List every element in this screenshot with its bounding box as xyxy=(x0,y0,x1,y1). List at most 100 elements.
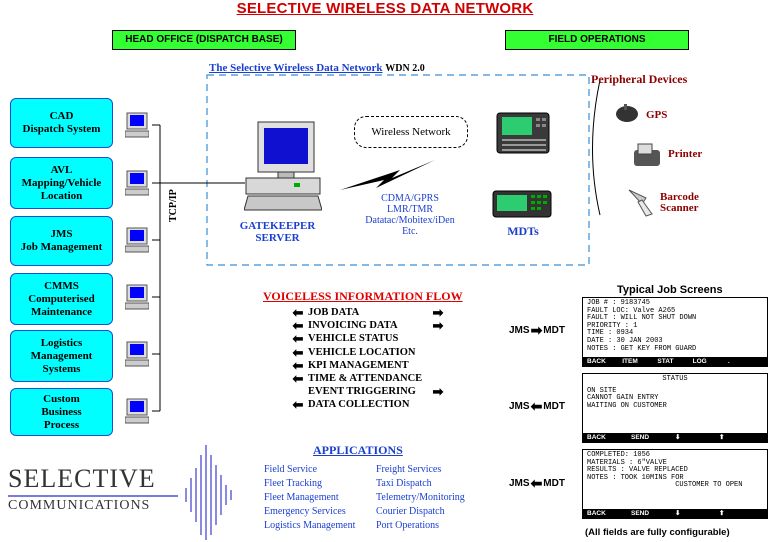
screen-line: MATERIALS : 6"VALVE xyxy=(587,458,667,467)
screen-line: RESULTS : VALVE REPLACED xyxy=(587,466,688,475)
mdt-label: MDT xyxy=(543,401,565,412)
logo-line1: SELECTIVE xyxy=(8,464,156,493)
application-item: Taxi Dispatch xyxy=(376,478,432,489)
screen-line: CANNOT GAIN ENTRY xyxy=(587,394,659,403)
mdt-device-icon xyxy=(496,112,550,154)
softkey-log[interactable]: LOG xyxy=(692,358,707,365)
network-type: LMR/TMR xyxy=(386,204,434,215)
mdt-device-icon xyxy=(492,190,552,218)
gatekeeper-line1: GATEKEEPER xyxy=(239,220,316,232)
softkey-back[interactable]: BACK xyxy=(587,358,606,365)
flow-left-arrow-icon: ⬅ xyxy=(292,397,304,413)
application-item: Port Operations xyxy=(376,520,440,531)
flow-right-arrow-icon: ➡ xyxy=(432,318,444,334)
flow-left-arrow-icon: ⬅ xyxy=(292,305,304,320)
left-arrow-icon: ⬅ xyxy=(530,475,543,491)
flow-item: ⬅JOB DATA➡ xyxy=(288,306,448,319)
flow-left-arrow-icon: ⬅ xyxy=(292,331,304,347)
computer-icon xyxy=(125,227,149,253)
softkey-back[interactable]: BACK xyxy=(587,434,606,441)
softkey-up[interactable]: ⬆ xyxy=(719,510,725,517)
computer-icon xyxy=(125,170,149,196)
flow-item-label: KPI MANAGEMENT xyxy=(308,359,409,371)
barcode-scanner-icon xyxy=(628,189,653,217)
computer-icon xyxy=(125,398,149,424)
tcpip-label: TCP/IP xyxy=(168,189,179,222)
barcode-scanner-label: Barcode Scanner xyxy=(660,191,699,214)
flow-item: ⬅ DATA COLLECTION xyxy=(288,398,448,411)
screen-line: JOB # : 9183745 xyxy=(587,299,651,307)
flow-item-label: EVENT TRIGGERING xyxy=(308,386,416,398)
screen-line: TIME : 0934 xyxy=(587,329,634,338)
flow-item: ⬅ TIME & ATTENDANCE xyxy=(288,372,448,385)
flow-item-label: VEHICLE LOCATION xyxy=(308,346,416,358)
screen-line: PRIORITY : 1 xyxy=(587,321,638,330)
head-office-header: HEAD OFFICE (DISPATCH BASE) xyxy=(112,30,296,50)
computer-icon xyxy=(125,284,149,310)
flow-item: ⬅ VEHICLE LOCATION xyxy=(288,346,448,359)
application-item: Telemetry/Monitoring xyxy=(376,492,465,503)
application-item: Fleet Tracking xyxy=(264,478,323,489)
right-arrow-icon: ➡ xyxy=(530,322,543,338)
application-item: Courier Dispatch xyxy=(376,506,445,517)
applications-title: APPLICATIONS xyxy=(313,443,403,457)
logo-line2: COMMUNICATIONS xyxy=(8,498,151,513)
softkey-blank: . xyxy=(727,358,730,365)
system-box-cmms[interactable]: CMMS Computerised Maintenance xyxy=(10,273,113,325)
mdt-to-jms-flow: JMS ⬅ MDT xyxy=(509,475,565,492)
jms-label: JMS xyxy=(509,325,530,336)
screen-line: WAITING ON CUSTOMER xyxy=(587,401,667,410)
network-label: The Selective Wireless Data Network WDN … xyxy=(209,62,425,74)
screen-line: COMPLETED: 1056 xyxy=(587,451,651,459)
application-item: Field Service xyxy=(264,464,318,475)
printer-icon xyxy=(634,143,660,166)
flow-title: VOICELESS INFORMATION FLOW xyxy=(263,289,463,303)
wireless-network-cloud: Wireless Network xyxy=(354,116,468,148)
flow-item-label: DATA COLLECTION xyxy=(308,399,410,411)
flow-item-label: TIME & ATTENDANCE xyxy=(308,373,423,384)
screen-line: NOTES : TOOK 10MINS FOR xyxy=(587,473,684,482)
computer-icon xyxy=(125,112,149,138)
system-box-logistics[interactable]: Logistics Management Systems xyxy=(10,330,113,382)
flow-item: ⬅VEHICLE STATUS xyxy=(288,332,448,345)
left-arrow-icon: ⬅ xyxy=(530,398,543,414)
softkey-item[interactable]: ITEM xyxy=(622,358,638,365)
softkey-down[interactable]: ⬇ xyxy=(675,510,681,517)
gatekeeper-label: GATEKEEPER SERVER xyxy=(230,220,325,244)
page-title: SELECTIVE WIRELESS DATA NETWORK xyxy=(236,0,534,17)
flow-left-arrow-icon: ⬅ xyxy=(292,344,304,360)
system-box-custom[interactable]: Custom Business Process xyxy=(10,388,113,436)
mdt-label: MDT xyxy=(543,478,565,489)
system-box-jms[interactable]: JMS Job Management xyxy=(10,216,113,266)
mdt-label: MDT xyxy=(543,325,565,336)
flow-item: ⬅INVOICING DATA➡ xyxy=(288,319,448,332)
jms-to-mdt-flow: JMS ➡ MDT xyxy=(509,322,565,339)
system-box-cad[interactable]: CAD Dispatch System xyxy=(10,98,113,148)
network-types: CDMA/GPRS LMR/TMR Datatac/Mobitex/iDen E… xyxy=(355,193,465,237)
system-box-avl[interactable]: AVL Mapping/Vehicle Location xyxy=(10,157,113,209)
network-type: CDMA/GPRS xyxy=(381,193,439,204)
softkey-down[interactable]: ⬇ xyxy=(675,434,681,441)
flow-left-arrow-icon: ⬅ xyxy=(292,371,304,386)
softkey-send[interactable]: SEND xyxy=(631,434,650,441)
softkey-up[interactable]: ⬆ xyxy=(719,434,725,441)
job-screen-3-body: COMPLETED: 1056 MATERIALS : 6"VALVE RESU… xyxy=(583,450,767,509)
softkey-stat[interactable]: STAT xyxy=(657,358,674,365)
softkey-send[interactable]: SEND xyxy=(631,510,650,517)
flow-left-arrow-icon: ⬅ xyxy=(292,357,304,373)
screen-header: STATUS xyxy=(662,375,688,383)
system-label: CMMS Computerised Maintenance xyxy=(28,279,95,318)
flow-item-label: JOB DATA xyxy=(308,307,360,318)
configurable-footnote: (All fields are fully configurable) xyxy=(585,527,730,538)
network-type: Datatac/Mobitex/iDen xyxy=(365,215,455,226)
peripheral-devices-title: Peripheral Devices xyxy=(591,72,688,86)
screen-line: FAULT LOC: Valve A265 xyxy=(587,306,676,315)
job-screen-1: JOB # : 9183745 FAULT LOC: Valve A265 FA… xyxy=(582,297,768,367)
network-label-main: The Selective Wireless Data Network xyxy=(209,62,383,74)
softkey-back[interactable]: BACK xyxy=(587,510,606,517)
gatekeeper-server-icon xyxy=(244,121,322,211)
computer-icon xyxy=(125,341,149,367)
job-screen-3-softkeys: BACK SEND ⬇ ⬆ xyxy=(583,509,767,518)
job-screen-2-body: STATUS ON SITE CANNOT GAIN ENTRY WAITING… xyxy=(583,374,767,433)
